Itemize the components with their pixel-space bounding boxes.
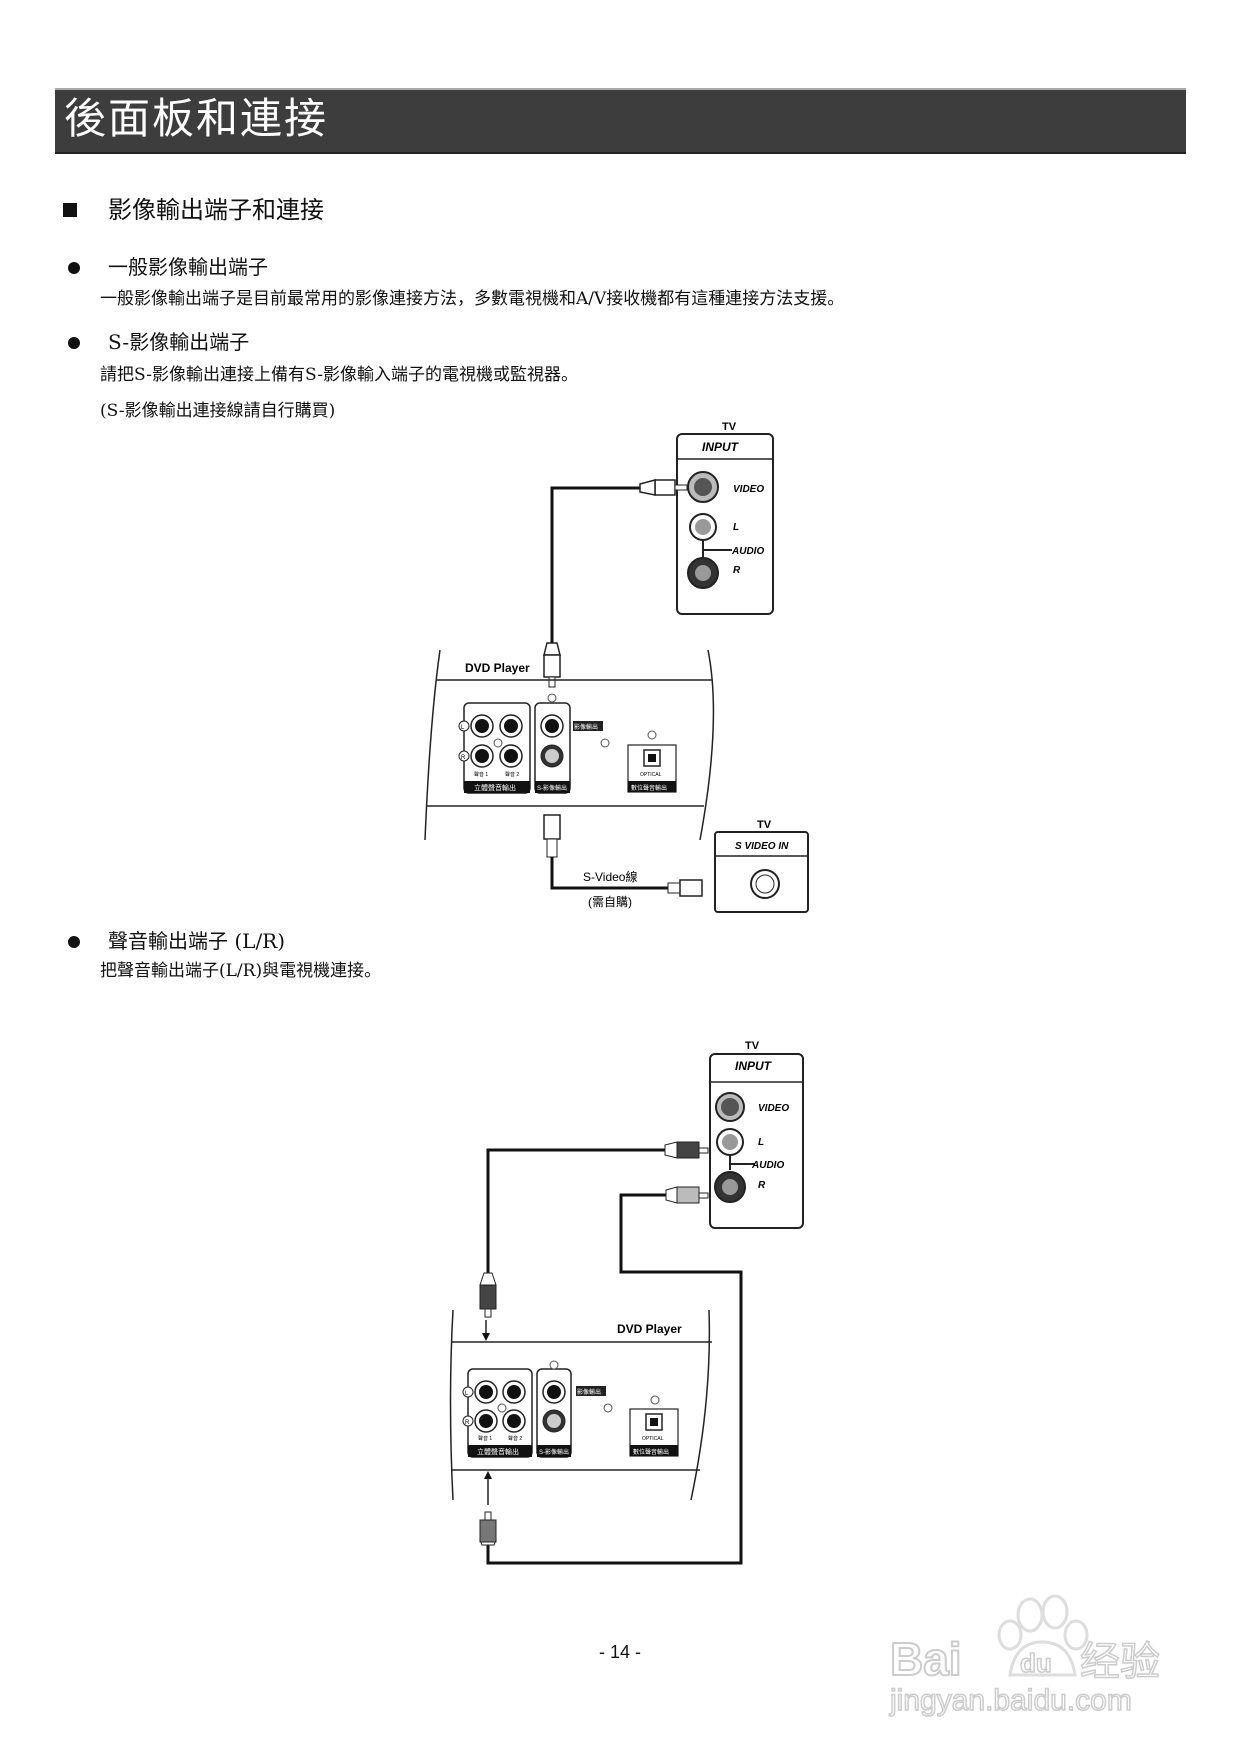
stereo-out-label: 立體聲音輸出 xyxy=(477,1447,519,1456)
item-text-svideo: 請把S-影像輸出連接上備有S-影像輸入端子的電視機或監視器。 xyxy=(100,365,579,385)
video-out-label: 影像輸出 xyxy=(577,1388,601,1396)
stereo-out-label: 立體聲音輸出 xyxy=(474,783,516,792)
svideo-connection-diagram: TV INPUT VIDEO L AUDIO R DVD Player L R … xyxy=(424,421,809,913)
watermark-url: jingyan.baidu.com xyxy=(889,1684,1132,1717)
baidu-watermark: Bai du 经验 jingyan.baidu.com xyxy=(880,1580,1180,1720)
svideo-cable-note: (需自購) xyxy=(588,895,632,909)
digital-out-label: 數位聲音輸出 xyxy=(633,1448,669,1456)
bullet-icon xyxy=(68,337,80,349)
section-title: 影像輸出端子和連接 xyxy=(108,196,324,224)
rca-plug-icon xyxy=(543,642,561,656)
item-note-svideo: (S-影像輸出連接線請自行購買) xyxy=(100,401,336,421)
rca-plug-icon xyxy=(654,479,676,496)
digital-out-label: 數位聲音輸出 xyxy=(631,784,667,792)
input-label: INPUT xyxy=(735,1059,773,1073)
item-title-audio-out: 聲音輸出端子 (L/R) xyxy=(108,929,286,953)
rca-plug-icon xyxy=(479,1519,497,1543)
tv-label: TV xyxy=(745,1040,760,1052)
item-text-composite-video: 一般影像輸出端子是目前最常用的影像連接方法，多數電視機和A/V接收機都有這種連接… xyxy=(100,289,845,309)
r-label: R xyxy=(733,565,741,576)
dvd-player-label: DVD Player xyxy=(617,1322,682,1336)
tv2-label: TV xyxy=(757,819,772,831)
dvd-player-label: DVD Player xyxy=(465,661,530,675)
watermark-brand: Bai xyxy=(890,1633,962,1685)
video-cable xyxy=(550,486,640,643)
ch2-label: 聲音 2 xyxy=(505,771,519,778)
audio-l-cable xyxy=(486,1148,665,1273)
rca-plug-icon xyxy=(676,1186,700,1204)
item-title-svideo: S-影像輸出端子 xyxy=(108,330,250,354)
l-label: L xyxy=(733,522,739,533)
item-text-audio-out: 把聲音輸出端子(L/R)與電視機連接。 xyxy=(100,961,382,981)
tv-label: TV xyxy=(722,421,737,433)
ch2-label: 聲音 2 xyxy=(508,1435,522,1442)
svideo-plug-icon xyxy=(679,879,703,897)
r-mark: R xyxy=(465,1420,470,1426)
section-square-icon xyxy=(63,203,77,217)
audio-label: AUDIO xyxy=(731,546,764,557)
baidu-paw-logo-icon: Bai du 经验 jingyan.baidu.com xyxy=(888,1594,1161,1718)
r-label: R xyxy=(758,1180,766,1191)
audio-connection-diagram: TV INPUT VIDEO L AUDIO R DVD Player L R … xyxy=(449,1040,804,1565)
ch1-label: 聲音 1 xyxy=(478,1435,492,1442)
svideo-plug-icon xyxy=(543,814,561,840)
watermark-brand-cn: 经验 xyxy=(1080,1640,1160,1684)
svideo-out-label: S-影像輸出 xyxy=(539,1448,569,1456)
video-label: VIDEO xyxy=(733,484,764,495)
audio-r-cable xyxy=(486,1193,743,1565)
rca-plug-icon xyxy=(676,1141,700,1159)
optical-label: OPTICAL xyxy=(642,1436,664,1442)
svideo-cable xyxy=(550,857,668,890)
chapter-title: 後面板和連接 xyxy=(64,94,329,143)
audio-label: AUDIO xyxy=(751,1160,784,1171)
svideo-out-label: S-影像輸出 xyxy=(537,784,567,792)
bullet-icon xyxy=(68,936,80,948)
item-title-composite-video: 一般影像輸出端子 xyxy=(108,255,268,279)
video-out-label: 影像輸出 xyxy=(574,723,598,731)
bullet-icon xyxy=(68,262,80,274)
video-label: VIDEO xyxy=(758,1103,789,1114)
l-mark: L xyxy=(461,725,465,731)
svideo-cable-label: S-Video線 xyxy=(583,869,637,884)
svideo-in-label: S VIDEO IN xyxy=(735,841,789,852)
optical-label: OPTICAL xyxy=(640,772,662,778)
rca-plug-icon xyxy=(479,1284,497,1310)
page-number: - 14 - xyxy=(598,1642,641,1662)
chapter-header-bar xyxy=(55,88,1186,154)
watermark-brand-du: du xyxy=(1020,1648,1052,1678)
l-label: L xyxy=(758,1137,764,1148)
input-label: INPUT xyxy=(702,440,740,454)
ch1-label: 聲音 1 xyxy=(474,771,488,778)
l-mark: L xyxy=(465,1391,469,1397)
r-mark: R xyxy=(461,755,466,761)
